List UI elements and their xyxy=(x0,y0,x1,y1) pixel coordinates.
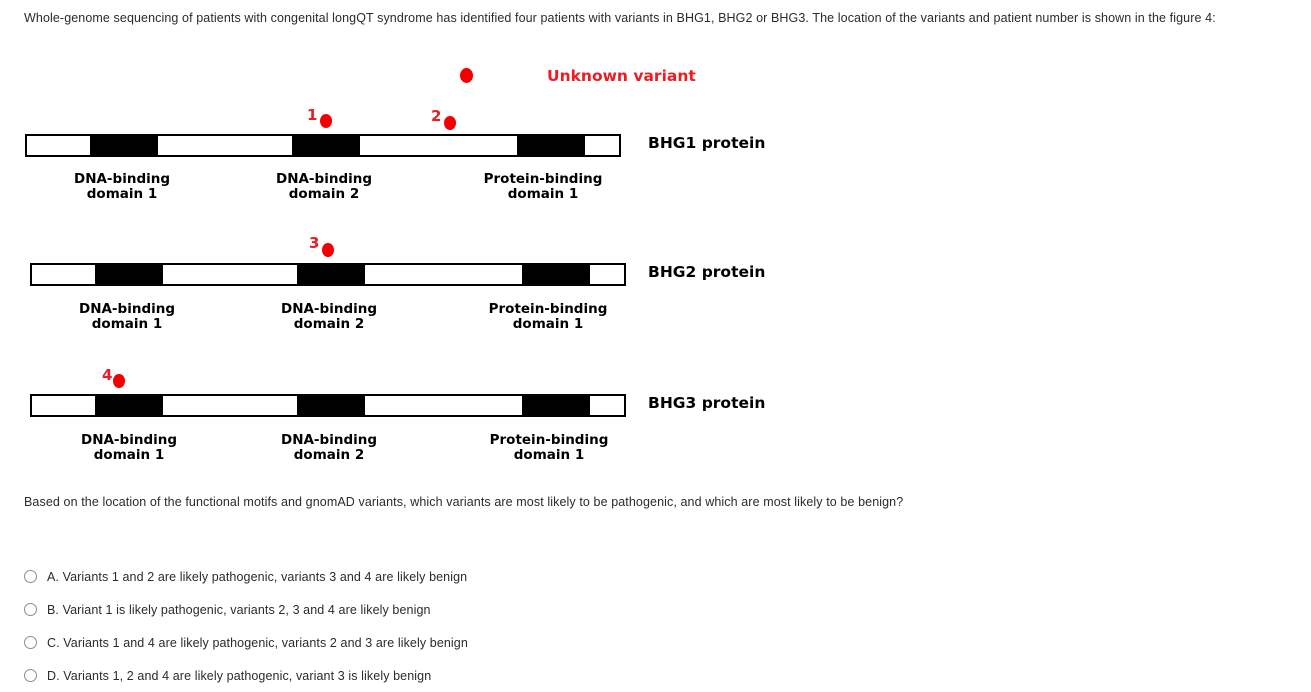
variant-number-1: 1 xyxy=(307,106,318,124)
domain-label-line2: domain 1 xyxy=(86,186,158,203)
option-row-c[interactable]: C. Variants 1 and 4 are likely pathogeni… xyxy=(24,626,924,659)
option-row-b[interactable]: B. Variant 1 is likely pathogenic, varia… xyxy=(24,593,924,626)
question-text: Based on the location of the functional … xyxy=(24,495,904,509)
domain-label-bhg1-dna-binding-1: DNA-binding domain 1 xyxy=(73,171,171,203)
protein-bar-bhg3 xyxy=(30,394,626,417)
domain-label-line1: DNA-binding xyxy=(275,171,373,187)
protein-bar-bhg1 xyxy=(25,134,621,157)
domain-label-line2: domain 1 xyxy=(513,447,585,464)
domain-block-protein-binding-1 xyxy=(517,136,585,155)
domain-label-bhg2-dna-binding-1: DNA-binding domain 1 xyxy=(78,301,176,333)
domain-block-protein-binding-1 xyxy=(522,396,590,415)
domain-label-bhg2-protein-binding-1: Protein-binding domain 1 xyxy=(488,301,608,333)
legend-label: Unknown variant xyxy=(547,67,696,85)
option-label-b: B. Variant 1 is likely pathogenic, varia… xyxy=(47,602,431,617)
domain-label-line1: Protein-binding xyxy=(483,171,603,187)
variant-dot-1 xyxy=(320,114,332,128)
domain-label-line1: Protein-binding xyxy=(488,301,608,317)
domain-label-bhg2-dna-binding-2: DNA-binding domain 2 xyxy=(280,301,378,333)
option-row-a[interactable]: A. Variants 1 and 2 are likely pathogeni… xyxy=(24,560,924,593)
domain-label-line1: Protein-binding xyxy=(489,432,609,448)
option-row-d[interactable]: D. Variants 1, 2 and 4 are likely pathog… xyxy=(24,659,924,692)
variant-dot-2 xyxy=(444,116,456,130)
domain-label-line2: domain 1 xyxy=(93,447,165,464)
radio-button-d[interactable] xyxy=(24,669,37,682)
protein-name-bhg2: BHG2 protein xyxy=(648,263,766,281)
domain-label-line1: DNA-binding xyxy=(280,301,378,317)
radio-button-c[interactable] xyxy=(24,636,37,649)
domain-block-dna-binding-2 xyxy=(292,136,360,155)
radio-button-a[interactable] xyxy=(24,570,37,583)
domain-label-bhg3-protein-binding-1: Protein-binding domain 1 xyxy=(489,432,609,464)
variant-dot-4 xyxy=(113,374,125,388)
domain-label-bhg1-protein-binding-1: Protein-binding domain 1 xyxy=(483,171,603,203)
domain-label-line1: DNA-binding xyxy=(80,432,178,448)
radio-button-b[interactable] xyxy=(24,603,37,616)
domain-label-line1: DNA-binding xyxy=(78,301,176,317)
domain-label-line1: DNA-binding xyxy=(280,432,378,448)
domain-block-dna-binding-2 xyxy=(297,265,365,284)
domain-label-line2: domain 2 xyxy=(288,186,360,203)
protein-bar-bhg2 xyxy=(30,263,626,286)
domain-label-line2: domain 2 xyxy=(293,316,365,333)
domain-block-dna-binding-1 xyxy=(95,265,163,284)
domain-label-bhg3-dna-binding-2: DNA-binding domain 2 xyxy=(280,432,378,464)
protein-name-bhg1: BHG1 protein xyxy=(648,134,766,152)
variant-number-4: 4 xyxy=(102,366,113,384)
domain-label-line2: domain 1 xyxy=(91,316,163,333)
legend-red-dot-icon xyxy=(460,68,473,83)
domain-block-dna-binding-2 xyxy=(297,396,365,415)
domain-label-line2: domain 1 xyxy=(512,316,584,333)
variant-number-2: 2 xyxy=(431,107,442,125)
domain-block-protein-binding-1 xyxy=(522,265,590,284)
domain-label-bhg3-dna-binding-1: DNA-binding domain 1 xyxy=(80,432,178,464)
protein-name-bhg3: BHG3 protein xyxy=(648,394,766,412)
option-label-a: A. Variants 1 and 2 are likely pathogeni… xyxy=(47,569,468,584)
domain-label-line2: domain 1 xyxy=(507,186,579,203)
domain-block-dna-binding-1 xyxy=(90,136,158,155)
intro-text: Whole-genome sequencing of patients with… xyxy=(24,11,1216,25)
domain-label-line2: domain 2 xyxy=(293,447,365,464)
option-label-c: C. Variants 1 and 4 are likely pathogeni… xyxy=(47,635,468,650)
variant-dot-3 xyxy=(322,243,334,257)
option-label-d: D. Variants 1, 2 and 4 are likely pathog… xyxy=(47,668,432,683)
answer-options-list: A. Variants 1 and 2 are likely pathogeni… xyxy=(24,560,924,692)
protein-variant-figure: Unknown variant 1 2 BHG1 protein DNA-bin… xyxy=(0,48,1311,478)
variant-number-3: 3 xyxy=(309,234,320,252)
domain-label-bhg1-dna-binding-2: DNA-binding domain 2 xyxy=(275,171,373,203)
domain-label-line1: DNA-binding xyxy=(73,171,171,187)
domain-block-dna-binding-1 xyxy=(95,396,163,415)
